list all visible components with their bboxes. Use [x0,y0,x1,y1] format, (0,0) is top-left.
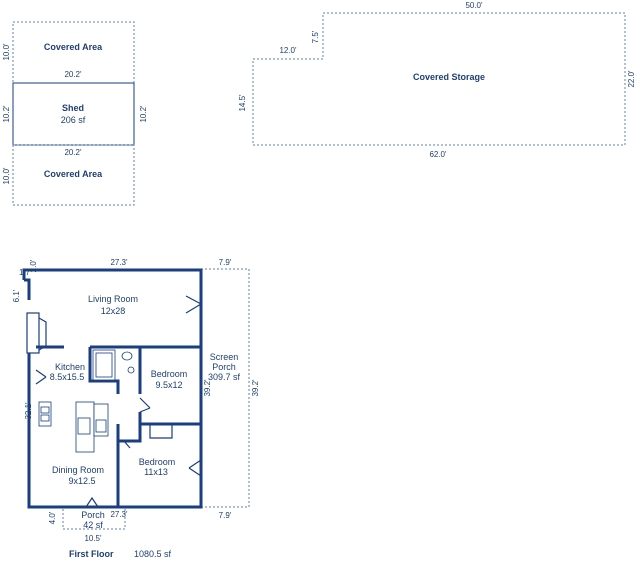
bath-sink [121,351,133,361]
covered-area-bottom-depth: 10.0' [2,167,11,185]
toilet [127,366,135,374]
shed-bottom-width: 20.2' [64,148,82,157]
hall-door [123,440,131,449]
porch-width-dim: 10.5' [84,534,102,543]
floor-area: 1080.5 sf [134,549,172,559]
house-left-upper-dim: 6.1' [12,289,21,302]
sink-basin-1 [40,406,50,414]
porch-depth-dim: 4.0' [48,511,57,524]
shed-top-width: 20.2' [64,70,82,79]
exterior-walls [22,268,203,509]
bedroom2-label: Bedroom [139,457,176,467]
house-outer-right-dim: 39.2' [251,379,260,397]
bedroom2-size: 11x13 [144,467,168,477]
porch-label: Porch [81,510,105,520]
dining-room-label: Dining Room [52,465,104,475]
storage-right-dim: 22.0' [627,70,636,88]
kitchen-stove [77,417,91,435]
living-room-label: Living Room [88,294,138,304]
covered-storage: Covered Storage 50.0' 12.0' 7.5' 14.5' 2… [238,1,636,159]
refrigerator-inner [95,419,107,433]
house-bottom-right-dim: 7.9' [219,511,232,520]
bedroom2-door [188,459,202,477]
kitchen-sink [38,401,52,427]
shed-area: 206 sf [61,115,86,125]
covered-area-bottom [12,144,135,206]
living-door [185,295,202,314]
covered-storage-outline [252,12,626,146]
bedroom1-bottom-wall [138,412,201,426]
hall-walls [118,424,142,443]
storage-step-width-dim: 12.0' [279,46,297,55]
storage-step-height-dim: 7.5' [311,30,320,43]
screen-porch-label-1: Screen [210,352,239,362]
kitchen-size: 8.5x15.5 [50,372,85,382]
covered-storage-label: Covered Storage [413,72,485,82]
covered-area-bottom-label: Covered Area [44,169,103,179]
closet [149,424,173,439]
screen-porch-area: 309.7 sf [208,372,241,382]
screen-porch-label-2: Porch [212,362,236,372]
covered-area-top-label: Covered Area [44,42,103,52]
storage-bottom-dim: 62.0' [429,150,447,159]
kitchen-label: Kitchen [55,362,85,372]
bathtub-inner [95,352,113,378]
bedroom1-door [139,397,151,413]
house-corner-height-dim: 2.0' [29,259,38,272]
shed-label: Shed [62,103,84,113]
house-top-dim: 27.3' [110,258,128,267]
bedroom1-label: Bedroom [151,369,188,379]
shed-outline [12,82,135,146]
covered-area-top [12,21,135,84]
house-top-right-dim: 7.9' [219,258,232,267]
storage-top-dim: 50.0' [465,1,483,10]
bedroom1-size: 9.5x12 [155,380,182,390]
porch-area: 42 sf [83,520,103,530]
sink-basin-2 [40,414,50,422]
house-inner-right-dim: 39.2' [203,379,212,397]
exterior-corner-wall [24,278,31,300]
bay-window-projection [38,317,47,351]
porch-outline [62,506,126,530]
shed-right-dim: 10.2' [139,105,148,123]
kitchen-door [35,369,47,385]
house-bottom-dim: 27.3' [110,510,128,519]
front-door [85,496,99,508]
floor-label: First Floor [69,549,114,559]
covered-area-top-depth: 10.0' [2,43,11,61]
bay-window [26,312,40,354]
dining-room-size: 9x12.5 [68,476,95,486]
house-corner-width-dim: 1.7' [19,268,32,277]
shed-left-dim: 10.2' [2,105,11,123]
storage-left-dim: 14.5' [238,94,247,112]
house-left-main-dim: 32.1' [24,402,33,420]
house-plan: Living Room 12x28 Kitchen 8.5x15.5 Bedro… [12,258,260,559]
bath-wall-left [88,347,120,394]
shed-group: Covered Area 10.0' 20.2' Shed 206 sf 10.… [2,21,148,206]
living-room-size: 12x28 [101,306,126,316]
